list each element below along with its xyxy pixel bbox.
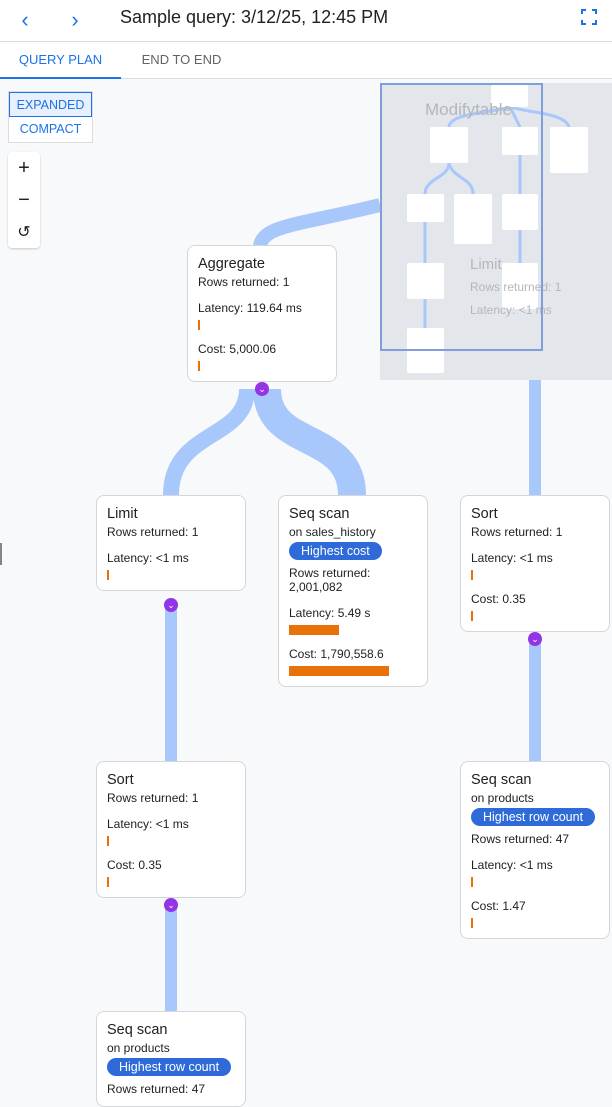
latency-bar (471, 570, 473, 580)
compact-button[interactable]: COMPACT (19, 122, 82, 136)
node-latency: Latency: 5.49 s (289, 606, 371, 620)
node-subtitle: on products (471, 791, 534, 805)
node-title: Limit (107, 506, 138, 522)
view-toggle: EXPANDED COMPACT (8, 91, 93, 143)
fullscreen-icon[interactable] (581, 9, 597, 25)
page-title: Sample query: 3/12/25, 12:45 PM (120, 7, 389, 27)
node-rows-returned: Rows returned: 1 (471, 525, 563, 539)
node-title: Seq scan (107, 1022, 168, 1038)
node-rows-returned: Rows returned: 47 (471, 832, 570, 846)
node-rows-returned: Rows returned: 1 (107, 525, 199, 539)
minimap[interactable] (380, 83, 612, 380)
plan-edge (253, 387, 366, 497)
tab-end-to-end[interactable]: END TO END (141, 52, 222, 67)
cost-bar (107, 877, 109, 887)
minimap-node (454, 194, 492, 244)
node-cost: Cost: 1.47 (471, 899, 526, 913)
node-title: Sort (471, 506, 498, 522)
node-cost: Cost: 5,000.06 (198, 342, 277, 356)
cost-bar (471, 918, 473, 928)
minimap-edge (508, 106, 522, 128)
back-button[interactable]: ‹ (11, 6, 39, 34)
status-badge: Highest cost (289, 542, 382, 560)
minimap-node (502, 263, 538, 309)
minimap-node (502, 194, 538, 230)
minimap-node (407, 263, 444, 299)
node-cost: Cost: 1,790,558.6 (289, 647, 384, 661)
plan-edge (253, 198, 382, 249)
node-title: Seq scan (471, 772, 532, 788)
node-rows-returned: Rows returned: 1 (107, 791, 199, 805)
cost-bar (289, 666, 389, 676)
expand-chevron-icon[interactable]: ⌄ (528, 632, 542, 646)
node-title: Seq scan (289, 506, 350, 522)
header: ‹ › Sample query: 3/12/25, 12:45 PM (0, 0, 612, 42)
node-rows-returned: Rows returned: 2,001,082 (289, 566, 371, 594)
minimap-node (502, 127, 538, 155)
reset-icon: ↺ (17, 224, 31, 241)
expanded-button[interactable]: EXPANDED (9, 92, 92, 117)
latency-bar (107, 570, 109, 580)
node-cost: Cost: 0.35 (107, 858, 162, 872)
node-title: Sort (107, 772, 134, 788)
minimap-edge (447, 162, 475, 195)
latency-bar (198, 320, 200, 330)
resize-handle[interactable] (0, 543, 2, 565)
expand-chevron-icon[interactable]: ⌄ (164, 598, 178, 612)
latency-bar (107, 836, 109, 846)
node-rows-returned: Rows returned: 1 (198, 275, 290, 289)
node-latency: Latency: 119.64 ms (198, 301, 302, 315)
tab-bar: QUERY PLAN END TO END (0, 42, 612, 79)
node-latency: Latency: <1 ms (107, 817, 189, 831)
minimap-node (430, 127, 468, 163)
status-badge: Highest row count (107, 1058, 232, 1076)
chevron-right-icon: › (71, 7, 79, 32)
node-cost: Cost: 0.35 (471, 592, 526, 606)
plus-icon: + (18, 156, 30, 179)
minimap-node (407, 194, 444, 222)
chevron-left-icon: ‹ (21, 7, 29, 32)
minimap-node (491, 85, 528, 107)
node-subtitle: on sales_history (289, 525, 376, 539)
forward-button[interactable]: › (61, 6, 89, 34)
latency-bar (471, 877, 473, 887)
expand-chevron-icon[interactable]: ⌄ (164, 898, 178, 912)
cost-bar (471, 611, 473, 621)
status-badge: Highest row count (471, 808, 596, 826)
latency-bar (289, 625, 339, 635)
node-latency: Latency: <1 ms (471, 858, 553, 872)
minimap-viewport[interactable] (380, 83, 543, 351)
reset-zoom-button[interactable]: ↺ (8, 216, 40, 248)
node-title: Aggregate (198, 256, 265, 272)
zoom-controls: + − ↺ (8, 152, 40, 248)
expand-chevron-icon[interactable]: ⌄ (255, 382, 269, 396)
node-subtitle: on products (107, 1041, 170, 1055)
minimap-edge (509, 105, 571, 128)
cost-bar (198, 361, 200, 371)
node-rows-returned: Rows returned: 47 (107, 1082, 206, 1096)
node-latency: Latency: <1 ms (107, 551, 189, 565)
minus-icon: − (18, 188, 30, 211)
minimap-edge (423, 162, 451, 195)
tab-query-plan[interactable]: QUERY PLAN (0, 42, 121, 79)
minimap-edge (447, 105, 511, 128)
zoom-in-button[interactable]: + (8, 152, 40, 184)
minimap-node (550, 127, 588, 173)
node-latency: Latency: <1 ms (471, 551, 553, 565)
plan-edge (163, 388, 255, 496)
zoom-out-button[interactable]: − (8, 184, 40, 216)
